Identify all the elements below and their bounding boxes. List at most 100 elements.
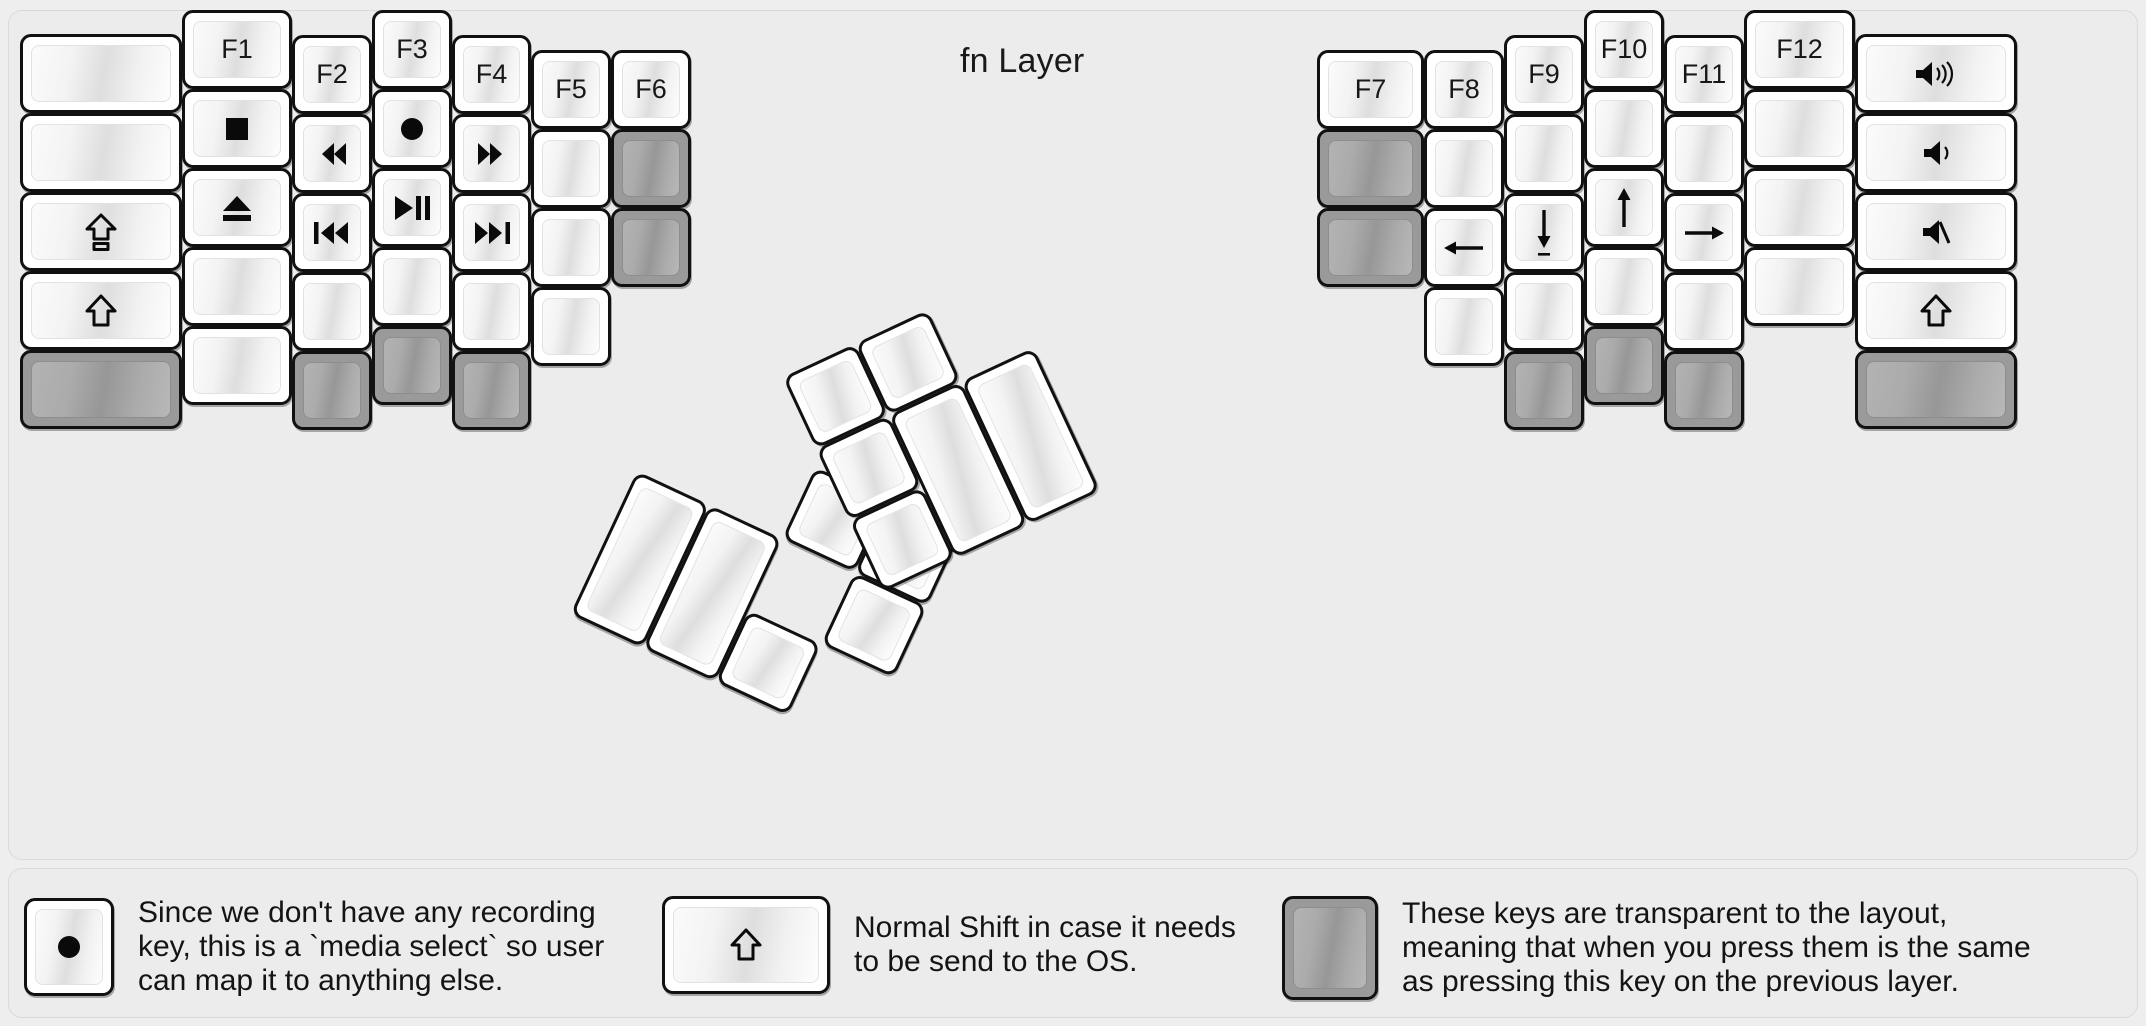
key-right-middle-3[interactable] [1584,168,1664,247]
key-right-pinky-outer-1[interactable] [1855,34,2017,113]
key-cap [1595,100,1653,157]
key-left-pinky-outer-4[interactable] [20,271,182,350]
key-cap [1328,140,1413,197]
key-cap [383,337,441,394]
key-left-pinky-5[interactable] [182,326,292,405]
key-right-pinky-outer-3[interactable] [1855,192,2017,271]
key-right-ring-1[interactable]: F11 [1664,35,1744,114]
arrow-left-icon [1442,235,1486,261]
key-left-pinky-outer-2[interactable] [20,113,182,192]
arrow-down-icon [1531,208,1557,258]
key-left-extra-2[interactable] [611,129,691,208]
key-right-ring-2[interactable] [1664,114,1744,193]
key-left-middle-3[interactable] [372,168,452,247]
key-left-pinky-4[interactable] [182,247,292,326]
key-right-pinky-outer-4[interactable] [1855,271,2017,350]
key-right-pinky-2[interactable] [1744,89,1855,168]
legend-description-1: Since we don't have any recording key, t… [138,896,605,998]
key-left-middle-2[interactable] [372,89,452,168]
key-label: F6 [635,74,667,104]
key-cap [1435,219,1493,276]
key-right-middle-4[interactable] [1584,247,1664,326]
key-right-middle-5[interactable] [1584,326,1664,405]
key-cap [1515,362,1573,419]
legend-key-cap [35,909,103,986]
key-cap [31,124,171,181]
key-label: F7 [1354,74,1387,104]
key-right-pinky-outer-5[interactable] [1855,350,2017,429]
key-cap [193,337,281,394]
legend-description-2: Normal Shift in case it needs to be send… [854,910,1236,978]
key-right-extra-2[interactable] [1317,129,1424,208]
key-left-pinky-3[interactable] [182,168,292,247]
key-left-middle-4[interactable] [372,247,452,326]
key-left-middle-1[interactable]: F3 [372,10,452,89]
key-right-index-inner-2[interactable] [1424,129,1504,208]
volume-up-icon [1913,59,1959,89]
key-left-ring-1[interactable]: F2 [292,35,372,114]
key-left-ring-3[interactable] [292,193,372,272]
legend-description-3: These keys are transparent to the layout… [1402,896,2031,999]
key-left-index-5[interactable] [452,351,531,430]
key-left-index-inner-2[interactable] [531,129,611,208]
key-left-extra-1[interactable]: F6 [611,50,691,129]
key-left-pinky-outer-3[interactable] [20,192,182,271]
key-cap [1675,362,1733,419]
key-right-extra-1[interactable]: F7 [1317,50,1424,129]
key-cap: F7 [1328,61,1413,118]
key-left-ring-4[interactable] [292,272,372,351]
key-left-index-1[interactable]: F4 [452,35,531,114]
key-right-index-inner-1[interactable]: F8 [1424,50,1504,129]
key-right-pinky-3[interactable] [1744,168,1855,247]
key-left-ring-2[interactable] [292,114,372,193]
key-right-index-inner-3[interactable] [1424,208,1504,287]
key-right-pinky-outer-2[interactable] [1855,113,2017,192]
key-left-index-2[interactable] [452,114,531,193]
key-left-index-inner-4[interactable] [531,287,611,366]
key-left-pinky-outer-1[interactable] [20,34,182,113]
key-right-index-3[interactable] [1504,193,1584,272]
key-cap [864,501,941,578]
key-left-middle-5[interactable] [372,326,452,405]
key-right-index-4[interactable] [1504,272,1584,351]
key-left-index-inner-1[interactable]: F5 [531,50,611,129]
key-right-index-1[interactable]: F9 [1504,35,1584,114]
key-right-index-2[interactable] [1504,114,1584,193]
key-right-middle-1[interactable]: F10 [1584,10,1664,89]
key-cap [542,219,600,276]
key-cap [463,204,520,261]
shift-icon [1919,293,1953,329]
key-label: F5 [555,74,587,104]
key-left-extra-3[interactable] [611,208,691,287]
key-cap [193,179,281,236]
key-left-pinky-1[interactable]: F1 [182,10,292,89]
key-cap [542,298,600,355]
key-right-pinky-4[interactable] [1744,247,1855,326]
key-left-pinky-outer-5[interactable] [20,350,182,429]
key-left-index-inner-3[interactable] [531,208,611,287]
caps-lock-icon [84,212,118,252]
key-label: F9 [1528,59,1560,89]
key-right-ring-4[interactable] [1664,272,1744,351]
key-left-index-4[interactable] [452,272,531,351]
key-right-middle-2[interactable] [1584,89,1664,168]
key-right-index-inner-4[interactable] [1424,287,1504,366]
key-cap [1328,219,1413,276]
key-label: F2 [316,59,348,89]
volume-mute-icon [1920,217,1952,247]
key-right-pinky-1[interactable]: F12 [1744,10,1855,89]
key-cap [383,258,441,315]
key-left-index-3[interactable] [452,193,531,272]
legend-sample-key-3 [1282,896,1378,1000]
media-record-icon [53,931,85,963]
key-left-pinky-2[interactable] [182,89,292,168]
key-right-ring-5[interactable] [1664,351,1744,430]
key-cap [1755,179,1844,236]
key-right-index-5[interactable] [1504,351,1584,430]
key-left-ring-5[interactable] [292,351,372,430]
arrow-right-icon [1682,220,1726,246]
key-right-ring-3[interactable] [1664,193,1744,272]
key-right-extra-3[interactable] [1317,208,1424,287]
key-cap [31,361,171,418]
key-cap [1595,337,1653,394]
